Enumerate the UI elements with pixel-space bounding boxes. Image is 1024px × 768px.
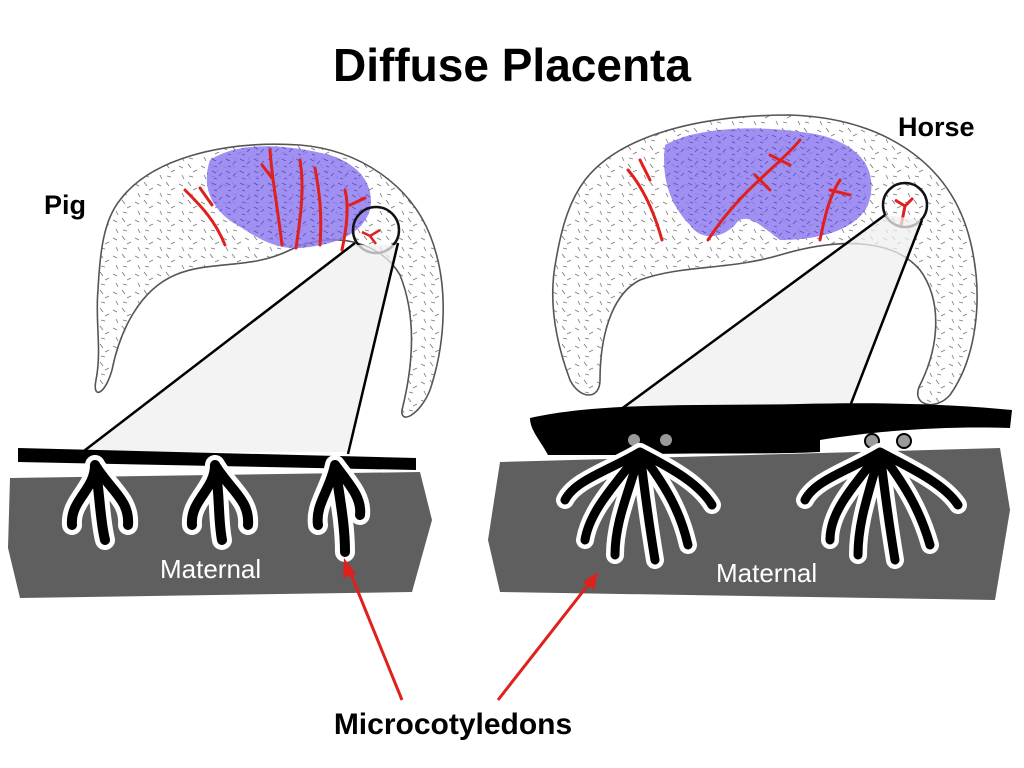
horse-microcotyledon-1 [556,443,721,569]
microcotyledon-arrows [343,558,598,701]
pig-embryo [79,143,444,455]
pig-microcotyledon-3 [307,455,371,562]
maternal-label-pig: Maternal [160,554,261,584]
horse-blood-vessels [626,138,852,242]
pig-microcotyledon-1 [62,455,139,550]
pig-label: Pig [44,190,87,220]
horse-placental-section: Maternal [488,403,1012,600]
pig-zoom-triangle [80,245,398,452]
pig-placental-section: Maternal [8,448,432,598]
horse-label: Horse [898,112,975,142]
horse-microcotyledon-2 [796,443,967,569]
pig-blood-vessels [183,148,367,252]
maternal-label-horse: Maternal [716,558,817,588]
microcotyledons-label: Microcotyledons [333,708,573,741]
horse-fetal-membrane [530,403,1012,455]
arrow-to-pig [348,571,404,701]
horse-embryo [551,114,978,434]
horse-zoom-triangle [590,215,922,430]
arrow-to-horse [496,584,590,701]
pig-microcotyledon-2 [182,455,259,550]
page-title: Diffuse Placenta [333,39,691,91]
